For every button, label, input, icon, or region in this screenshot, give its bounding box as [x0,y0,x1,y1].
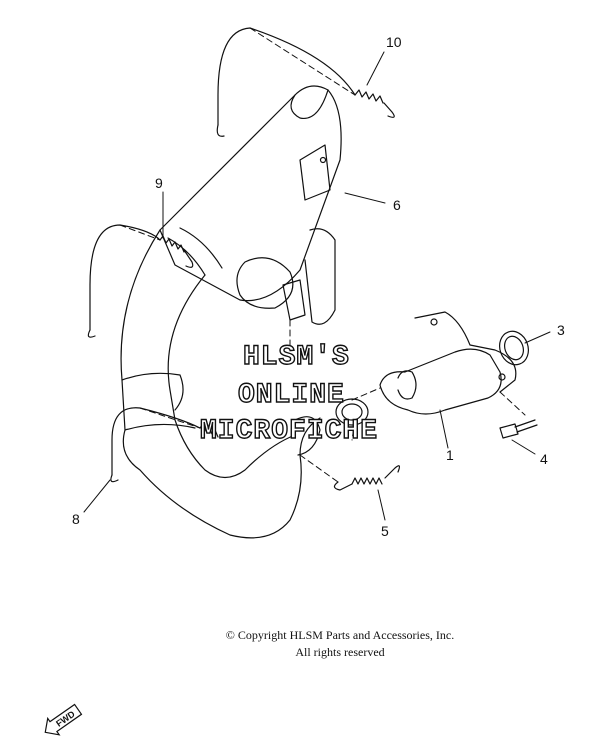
callout-1: 1 [446,447,454,463]
exhaust-pipe-part-7 [120,229,321,539]
callout-9: 9 [155,175,163,191]
spring-rod-part-9 [87,224,194,338]
gasket-part-2 [335,398,369,426]
callout-5: 5 [381,523,389,539]
callout-labels: 10 9 6 3 1 4 5 8 [72,34,565,539]
watermark: HLSM'S ONLINE MICROFICHE [199,341,378,447]
leader-lines [83,51,551,521]
fwd-arrow-icon: FWD [44,703,83,736]
exhaust-joint-part-1 [379,311,517,415]
watermark-line-3: MICROFICHE [200,416,378,447]
callout-10: 10 [386,34,402,50]
assembly-lines [119,27,526,483]
copyright-line-1: © Copyright HLSM Parts and Accessories, … [225,628,455,642]
spring-rod-part-10 [216,27,395,137]
copyright-line-2: All rights reserved [295,645,385,659]
watermark-line-1: HLSM'S [243,342,350,373]
bolt-part-4 [499,419,538,439]
callout-6: 6 [393,197,401,213]
callout-8: 8 [72,511,80,527]
spring-part-5 [333,465,401,491]
gasket-part-3 [499,330,529,366]
muffler-part-6 [159,85,342,325]
callout-4: 4 [540,451,548,467]
copyright-notice: © Copyright HLSM Parts and Accessories, … [180,627,500,661]
callout-3: 3 [557,322,565,338]
watermark-line-2: ONLINE [238,380,345,411]
